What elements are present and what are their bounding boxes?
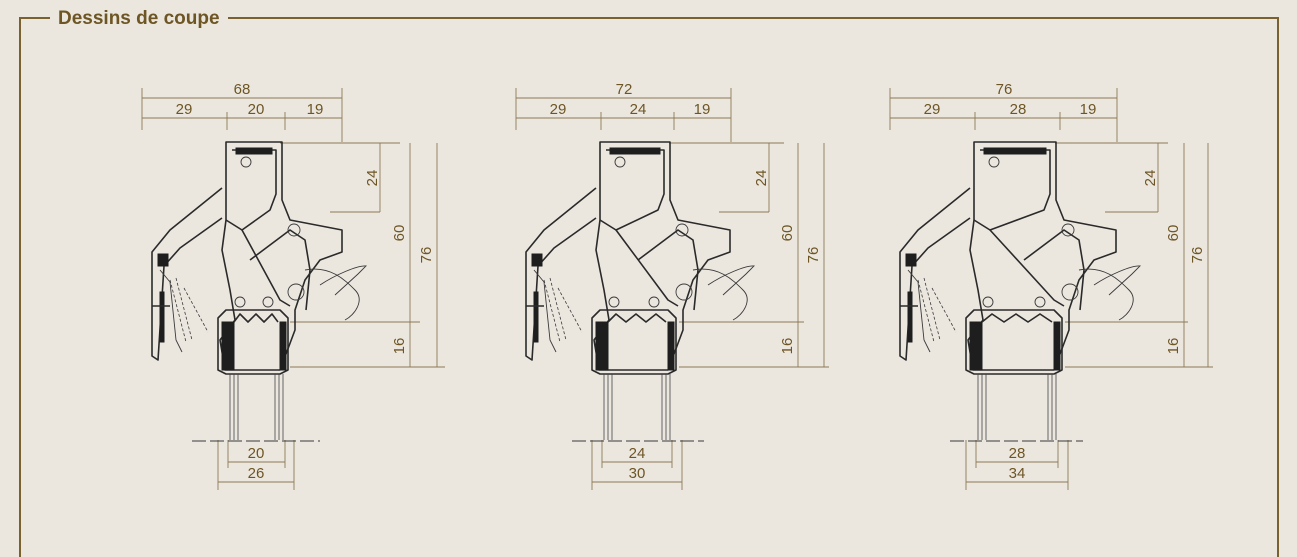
glazing-panel: [977, 374, 1057, 440]
dimension-lines: [515, 88, 829, 490]
dim-mid: 20: [248, 101, 265, 118]
dimension-lines: [889, 88, 1213, 490]
dim-frame-width: 26: [248, 465, 265, 482]
dim-mid: 24: [630, 101, 647, 118]
dim-glass-width: 28: [1009, 445, 1026, 462]
dim-height-total: 76: [418, 247, 435, 264]
dim-left: 29: [176, 101, 193, 118]
dim-height-mid: 60: [1165, 225, 1182, 242]
window-profile: [525, 141, 755, 375]
dim-left: 29: [924, 101, 941, 118]
dimension-lines: [141, 88, 445, 490]
dim-glass-width: 24: [629, 445, 646, 462]
dim-frame-width: 34: [1009, 465, 1026, 482]
dim-frame-width: 30: [629, 465, 646, 482]
dim-height-top: 24: [364, 170, 381, 187]
dim-total-width: 72: [616, 81, 633, 98]
cross-section-drawing-72: 72 29 24 19 24 60 76 16 24 30: [515, 81, 829, 490]
glazing-panel: [603, 374, 671, 440]
dim-mid: 28: [1010, 101, 1027, 118]
dim-height-top: 24: [753, 170, 770, 187]
dim-height-bottom: 16: [779, 338, 796, 355]
section-title: Dessins de coupe: [50, 8, 228, 30]
cross-section-drawing-68: 68 29 20 19 24 60 76 16 20 26: [141, 81, 445, 490]
dim-height-mid: 60: [779, 225, 796, 242]
dim-left: 29: [550, 101, 567, 118]
dim-height-top: 24: [1142, 170, 1159, 187]
dim-right: 19: [694, 101, 711, 118]
section-frame: [19, 17, 1279, 557]
dim-height-mid: 60: [391, 225, 408, 242]
dim-right: 19: [1080, 101, 1097, 118]
dim-total-width: 76: [996, 81, 1013, 98]
dim-right: 19: [307, 101, 324, 118]
cross-section-drawing-76: 76 29 28 19 24 60 76 16 28 34: [889, 81, 1213, 490]
window-profile: [151, 141, 367, 375]
dim-height-bottom: 16: [391, 338, 408, 355]
dim-height-total: 76: [1189, 247, 1206, 264]
dim-height-bottom: 16: [1165, 338, 1182, 355]
dim-total-width: 68: [234, 81, 251, 98]
dim-height-total: 76: [805, 247, 822, 264]
dim-glass-width: 20: [248, 445, 265, 462]
glazing-panel: [229, 374, 284, 440]
window-profile: [899, 141, 1141, 375]
